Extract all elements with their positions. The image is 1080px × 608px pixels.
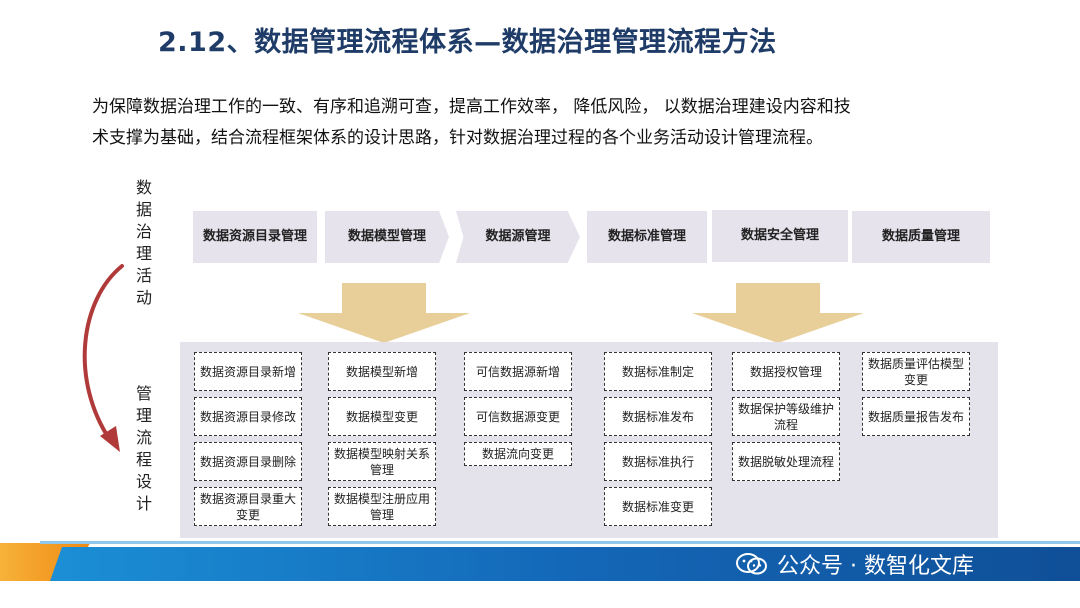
activity-label: 数据标准管理: [607, 229, 686, 244]
down-arrow-icon: [298, 283, 470, 343]
page-title: 2.12、数据管理流程体系—数据治理管理流程方法: [158, 27, 777, 58]
side-char: 程: [135, 450, 152, 469]
activity-data-security: 数据安全管理: [712, 210, 848, 262]
intro-line-2: 术支撑为基础，结合流程框架体系的设计思路，针对数据治理过程的各个业务活动设计管理…: [92, 128, 823, 148]
side-label-process-design: 管 理 流 程 设 计: [134, 383, 154, 515]
process-box: 数据资源目录新增: [194, 352, 302, 391]
process-box: 数据资源目录重大变更: [194, 487, 302, 526]
process-box: 数据授权管理: [732, 352, 840, 391]
process-box: 数据模型映射关系管理: [328, 442, 436, 481]
intro-line-1: 为保障数据治理工作的一致、有序和追溯可查，提高工作效率， 降低风险， 以数据治理…: [92, 97, 851, 117]
process-box: 数据资源目录删除: [194, 442, 302, 481]
activity-data-model: 数据模型管理: [325, 211, 449, 263]
process-label: 可信数据源新增: [475, 364, 560, 379]
intro-paragraph: 为保障数据治理工作的一致、有序和追溯可查，提高工作效率， 降低风险， 以数据治理…: [92, 92, 992, 154]
side-char: 理: [135, 406, 152, 425]
process-box: 可信数据源变更: [464, 397, 572, 436]
activity-label: 数据资源目录管理: [203, 229, 308, 244]
activity-label: 数据源管理: [485, 229, 551, 244]
process-label: 数据资源目录修改: [199, 409, 296, 424]
process-box: 数据质量报告发布: [862, 397, 970, 436]
process-label: 可信数据源变更: [475, 409, 560, 424]
process-box: 数据标准变更: [604, 487, 712, 526]
side-char: 治: [135, 222, 152, 241]
process-box: 数据流向变更: [464, 442, 572, 466]
side-char: 流: [135, 428, 152, 447]
footer-watermark: 公众号 · 数智化文库: [735, 548, 974, 580]
activity-label: 数据安全管理: [740, 228, 819, 243]
activity-label: 数据模型管理: [347, 229, 426, 244]
process-label: 数据资源目录删除: [199, 454, 296, 469]
process-box: 数据保护等级维护流程: [732, 397, 840, 436]
process-box: 数据模型变更: [328, 397, 436, 436]
process-box: 数据标准发布: [604, 397, 712, 436]
side-char: 动: [135, 288, 152, 307]
process-label: 数据模型变更: [345, 409, 418, 424]
process-box: 可信数据源新增: [464, 352, 572, 391]
footer-band: [0, 541, 1080, 581]
process-box: 数据标准执行: [604, 442, 712, 481]
process-label: 数据标准发布: [621, 409, 694, 424]
process-label: 数据保护等级维护流程: [737, 401, 834, 432]
process-label: 数据质量报告发布: [867, 409, 964, 424]
activity-data-quality: 数据质量管理: [852, 211, 990, 263]
process-label: 数据脱敏处理流程: [737, 454, 834, 469]
side-label-activities: 数 据 治 理 活 动: [134, 177, 154, 309]
process-label: 数据标准执行: [621, 454, 694, 469]
process-box: 数据质量评估模型变更: [862, 352, 970, 391]
side-char: 设: [135, 472, 152, 491]
activity-resource-catalog: 数据资源目录管理: [193, 211, 317, 263]
footer-text: 公众号 · 数智化文库: [777, 554, 974, 579]
process-label: 数据质量评估模型变更: [867, 356, 964, 387]
process-box: 数据标准制定: [604, 352, 712, 391]
process-label: 数据模型映射关系管理: [333, 446, 430, 477]
down-arrow-icon: [692, 283, 864, 343]
process-label: 数据标准制定: [621, 364, 694, 379]
process-panel: [180, 342, 998, 538]
side-char: 理: [135, 244, 152, 263]
wechat-icon: [736, 553, 767, 575]
side-char: 管: [135, 384, 152, 403]
process-box: 数据脱敏处理流程: [732, 442, 840, 481]
side-char: 数: [135, 178, 152, 197]
process-box: 数据资源目录修改: [194, 397, 302, 436]
process-label: 数据模型新增: [345, 364, 418, 379]
activity-data-source: 数据源管理: [456, 211, 580, 263]
process-label: 数据资源目录新增: [199, 364, 296, 379]
process-box: 数据模型注册应用管理: [328, 487, 436, 526]
process-label: 数据授权管理: [749, 364, 822, 379]
process-label: 数据模型注册应用管理: [333, 491, 430, 522]
curved-arrow-icon: [82, 264, 124, 452]
process-label: 数据流向变更: [481, 447, 554, 461]
side-char: 计: [135, 494, 152, 513]
activity-label: 数据质量管理: [881, 229, 960, 244]
side-char: 活: [135, 266, 152, 285]
side-char: 据: [135, 200, 152, 219]
process-box: 数据模型新增: [328, 352, 436, 391]
process-label: 数据资源目录重大变更: [199, 491, 296, 522]
activity-data-standard: 数据标准管理: [587, 211, 707, 263]
process-label: 数据标准变更: [621, 499, 694, 514]
